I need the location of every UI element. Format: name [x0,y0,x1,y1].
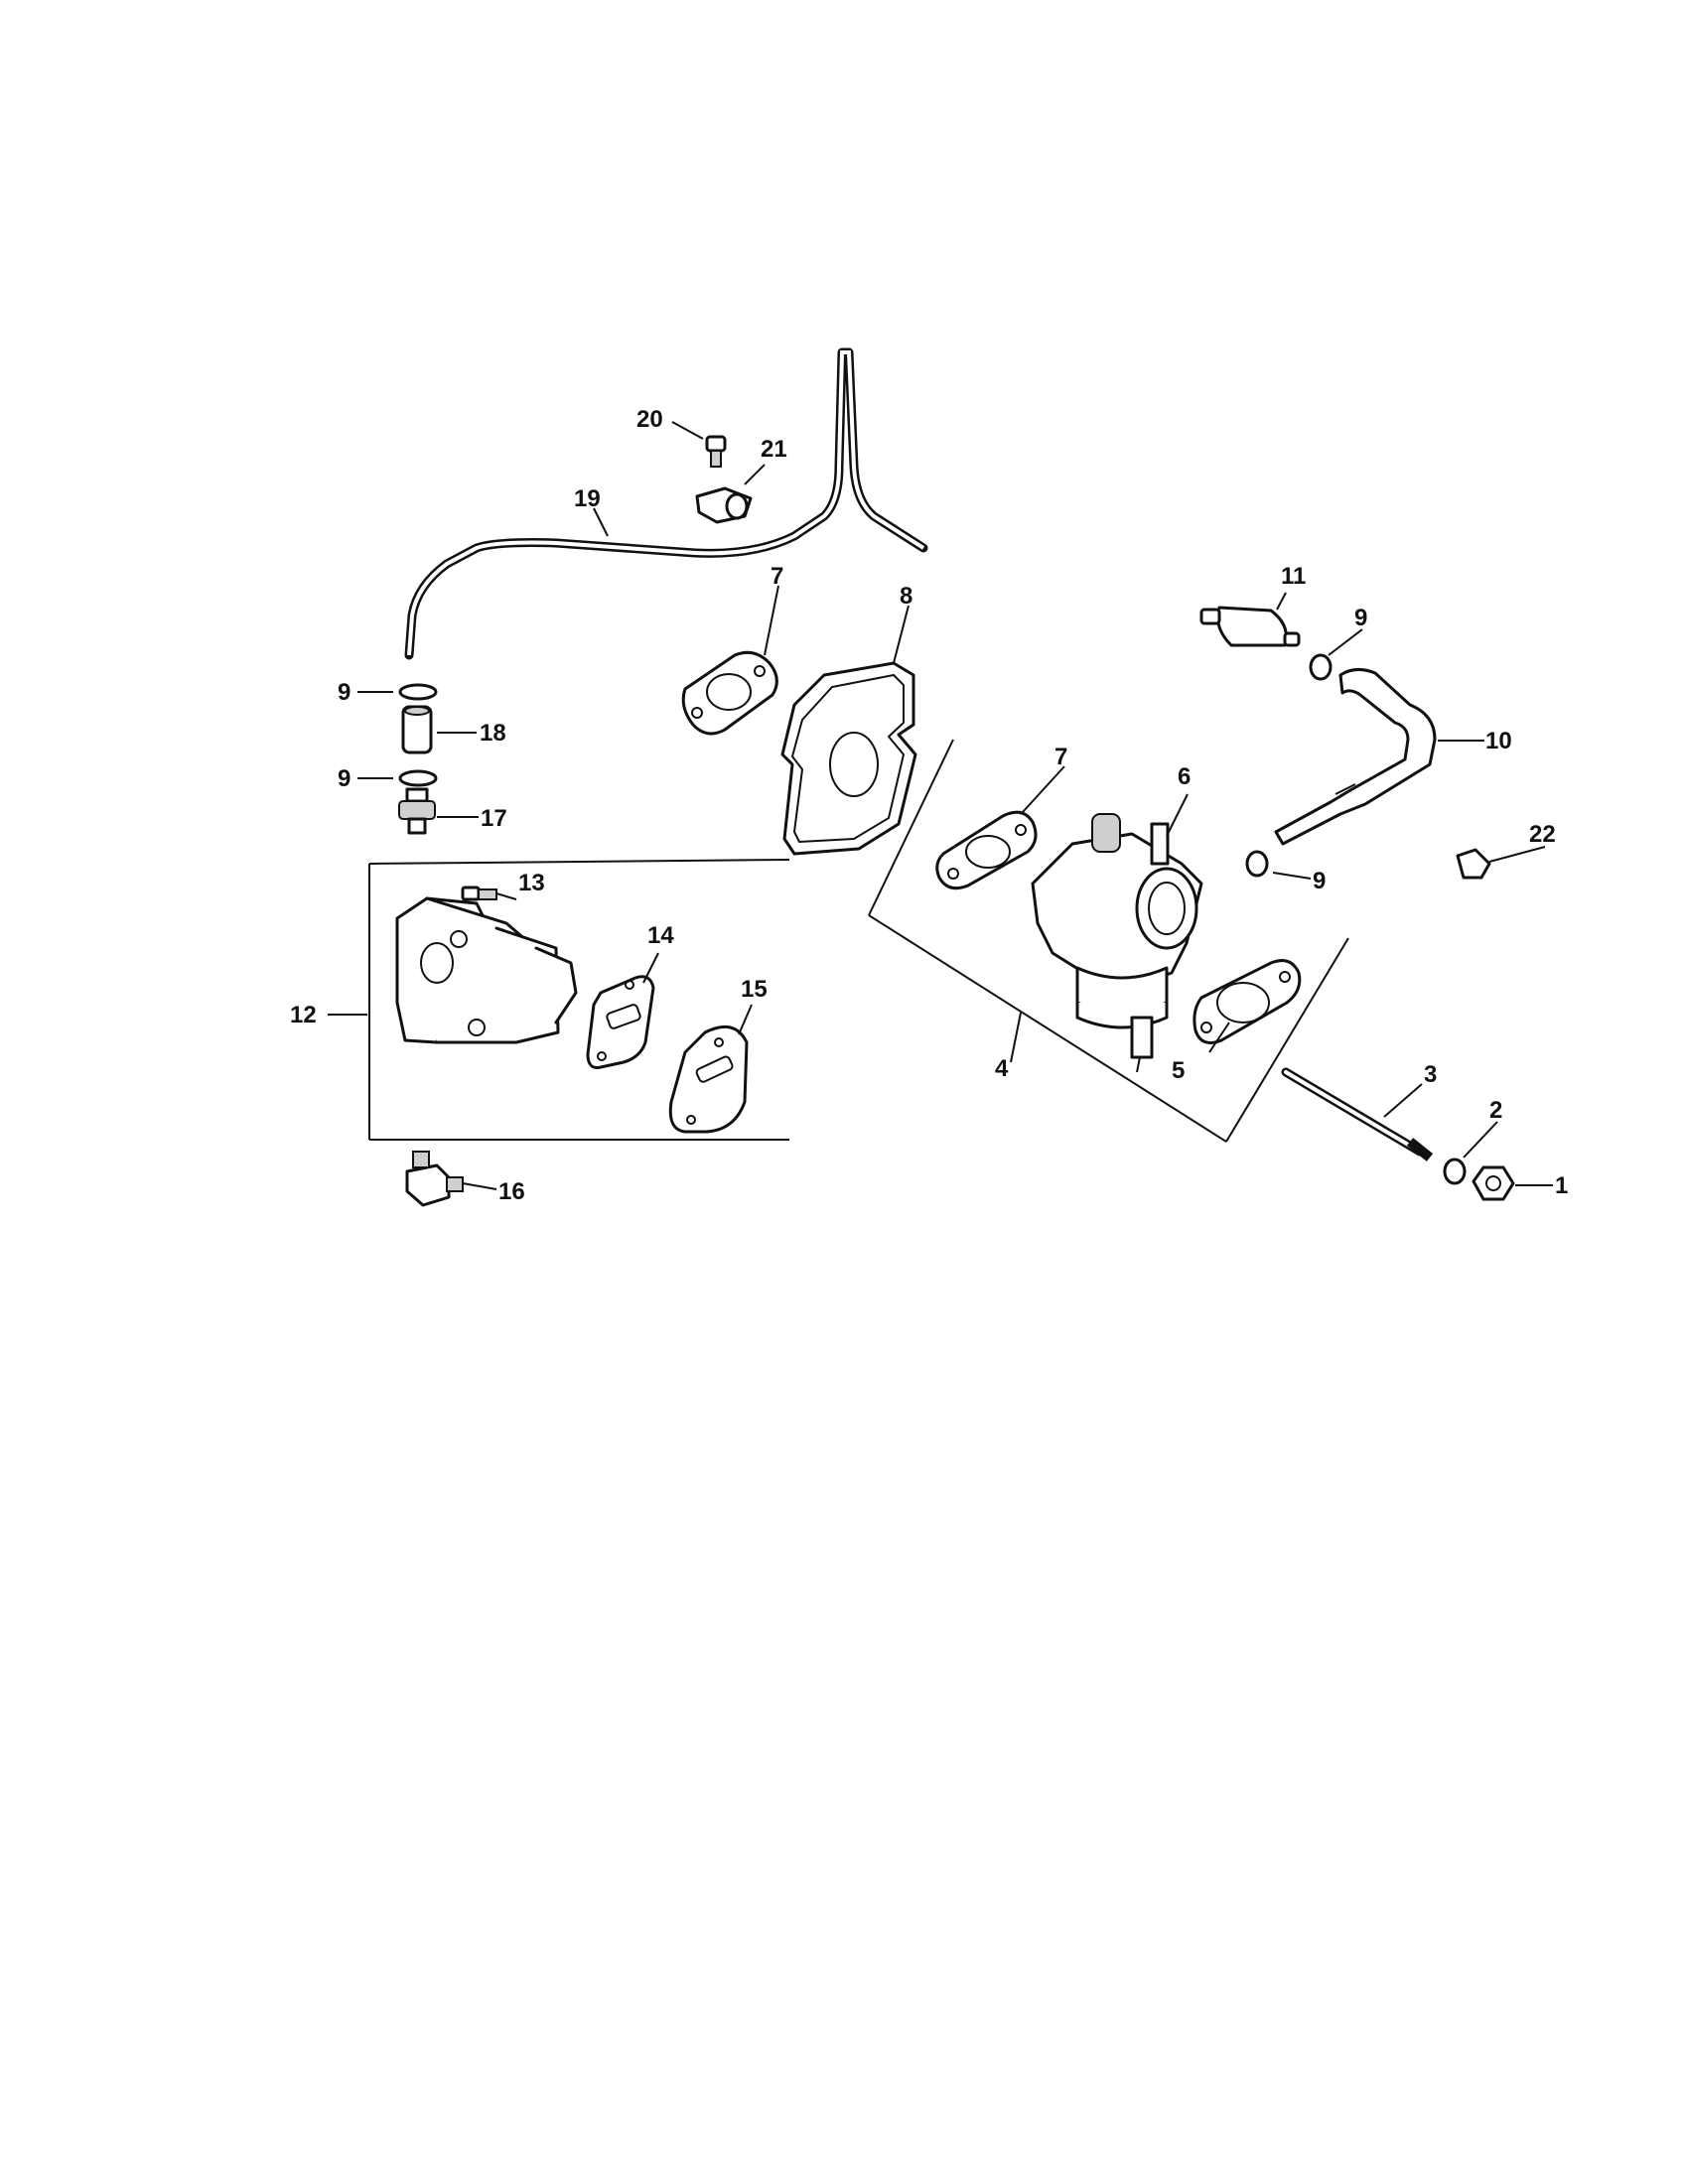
callout-4: 4 [995,1055,1009,1082]
elbow-fitting-part [405,1151,464,1207]
callout-8: 8 [900,583,912,610]
callout-9-filter: 9 [1354,605,1367,631]
callout-2: 2 [1489,1097,1502,1124]
gasket-part [1193,959,1302,1044]
washer-part [1443,1158,1467,1185]
fuel-filter-part [1199,606,1301,647]
callout-16: 16 [498,1178,525,1205]
callout-7-upper: 7 [771,563,783,590]
callout-19: 19 [574,485,601,512]
hose-clamp-part [398,769,438,787]
callout-17: 17 [481,805,507,832]
nut-part [1472,1165,1515,1201]
hose-clamp-part [1309,653,1333,681]
fuel-line-part [404,347,928,660]
callout-14: 14 [647,922,674,949]
hose-clamp-part [1245,850,1269,878]
gasket-part [935,810,1038,890]
callout-22: 22 [1529,821,1556,848]
carburetor-assembly-bracket [868,739,1349,1143]
callout-11: 11 [1281,563,1306,590]
carburetor-part [1031,813,1203,1073]
callout-9-lower: 9 [1313,868,1326,894]
callout-13: 13 [518,870,545,896]
screw-part [461,886,497,901]
callout-20: 20 [636,406,663,433]
callout-21: 21 [761,436,787,463]
callout-18: 18 [480,720,506,747]
callout-9-left-lower: 9 [338,765,351,792]
heat-shield-part [780,661,917,856]
callout-15: 15 [741,976,768,1003]
callout-12: 12 [290,1002,317,1028]
fuel-pump-part [395,896,578,1044]
callout-6: 6 [1178,763,1191,790]
gasket-part [681,650,778,736]
stud-part [1281,1067,1434,1161]
callout-10: 10 [1485,728,1512,754]
callout-1: 1 [1555,1172,1568,1199]
hose-segment-part [401,705,433,754]
fuel-hose-part [1274,668,1437,846]
callout-9-left-upper: 9 [338,679,351,706]
clip-part [1456,848,1491,880]
pump-plate-part [668,1024,749,1134]
pump-gasket-part [586,975,655,1069]
fuel-pump-bracket [368,859,790,1141]
callout-5: 5 [1172,1057,1185,1084]
clamp-part [695,486,753,524]
callout-7-lower: 7 [1054,744,1067,770]
screw-part [705,435,727,468]
leader-lines [328,421,1553,1190]
hose-clamp-part [398,683,438,701]
fitting-part [398,787,436,835]
callout-3: 3 [1424,1061,1437,1088]
